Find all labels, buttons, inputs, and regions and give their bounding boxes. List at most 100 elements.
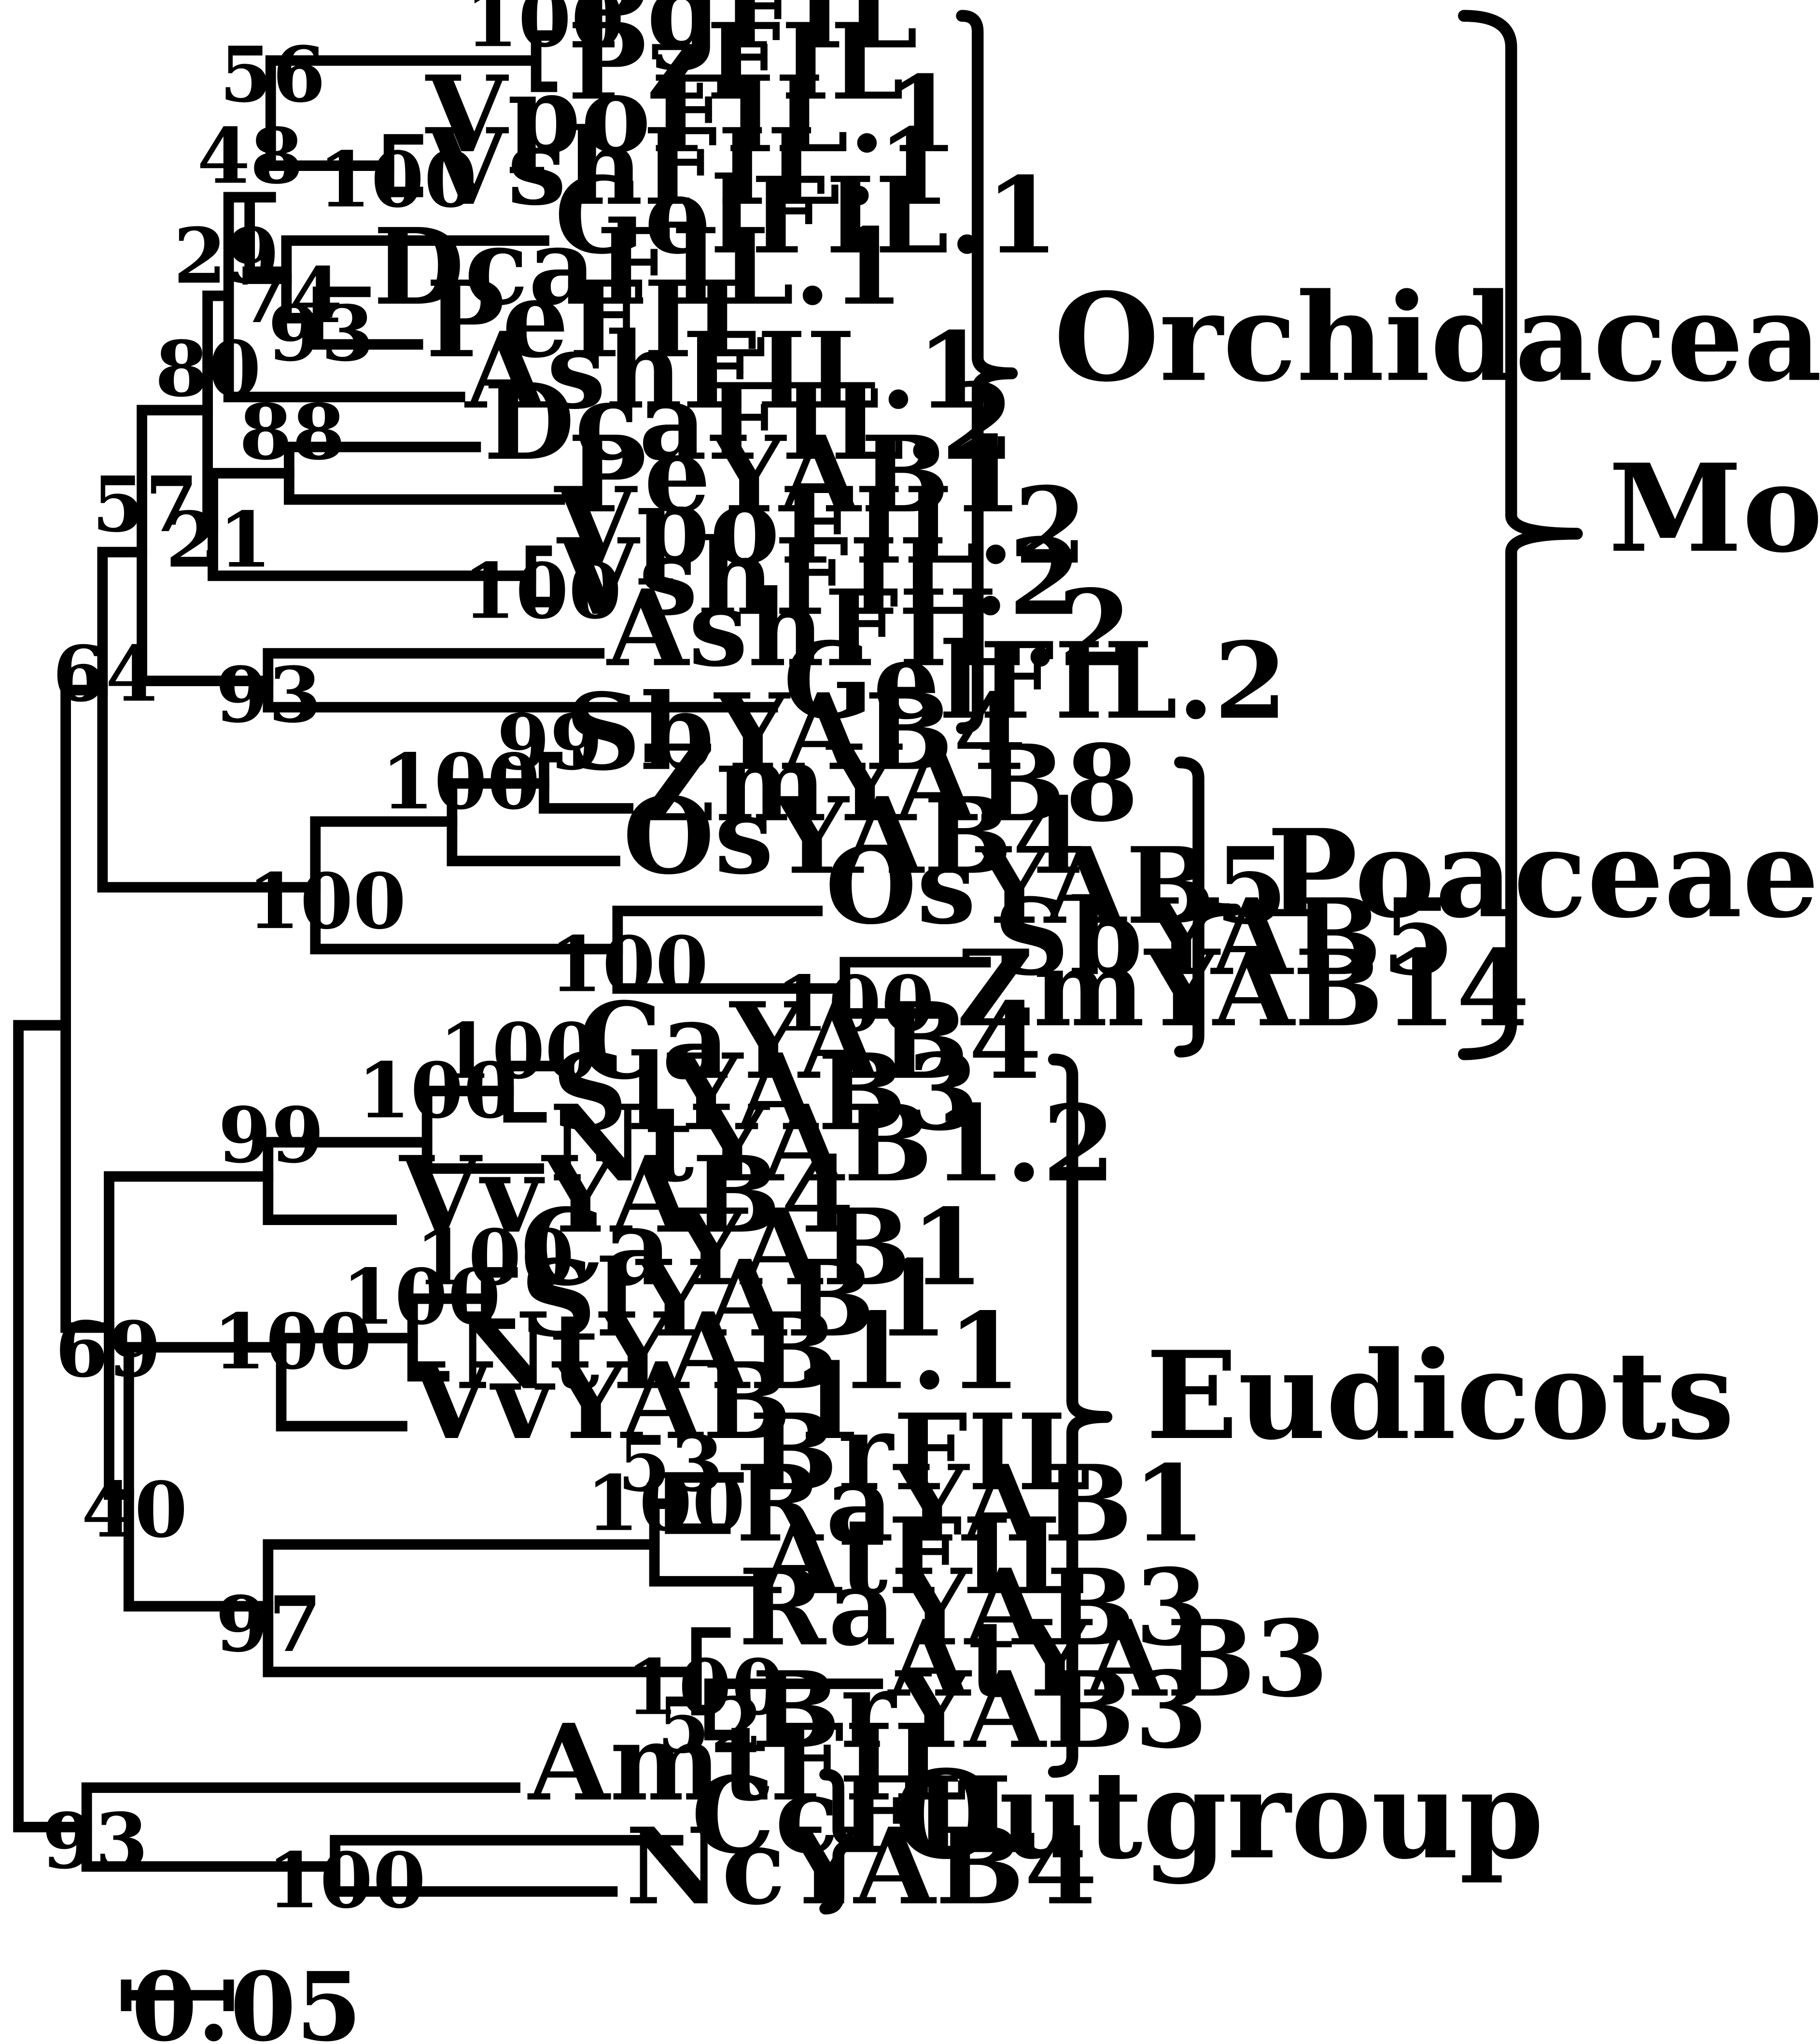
leaf-label: DcaFIL.2 [484, 361, 1014, 484]
leaf-label: BrFIL [749, 1391, 1091, 1514]
leaf-label: CaYAB4 [578, 980, 1042, 1103]
branch-node-56 [265, 55, 542, 171]
scale-bar-line [121, 1979, 234, 2011]
scale-bar: 0.05 [121, 1952, 362, 2044]
leaf-label: AtFIL [758, 1495, 1085, 1618]
support-value: 93 [215, 651, 322, 740]
support-value: 80 [155, 324, 261, 414]
support-value: 88 [239, 388, 345, 477]
leaf-label: VpoFIL.2 [554, 465, 1087, 588]
support-value: 100 [342, 1253, 501, 1342]
leaf-label: PeYAB1 [568, 413, 1022, 536]
leaf-label: ZmYAB8 [639, 722, 1138, 846]
leaf-label: PgFIL [568, 0, 918, 72]
branch-node-97 [263, 1539, 702, 1677]
leaf-label: CcFIL [691, 1754, 1036, 1877]
leaf-label: AshFIL.1 [464, 310, 990, 433]
branch-vpofil1-vshfil1 [383, 134, 423, 197]
leaf-label: RaYAB1 [736, 1442, 1205, 1565]
leaf-label: SbYAB4 [565, 671, 1026, 794]
group-label-orchidaceae: Orchidaceae [1054, 267, 1820, 409]
support-value: 100 [415, 1213, 574, 1303]
branch-outgroup [81, 1782, 520, 1872]
support-value: 100 [439, 1007, 598, 1096]
support-value: 100 [586, 1459, 745, 1549]
leaf-label: SlYAB3 [552, 1031, 980, 1154]
support-value: 100 [462, 547, 622, 636]
leaf-label: VvYAB1 [409, 1340, 865, 1463]
group-label-poaceae: Poaceae [1267, 803, 1819, 945]
support-value: 100 [381, 737, 540, 827]
support-value: 100 [267, 1836, 426, 1926]
support-value: 52 [657, 1681, 763, 1771]
leaf-label: AshFIL.2 [606, 567, 1132, 690]
group-brackets: Orchidaceae Monocots Poaceae Eudicots Ou… [819, 10, 1820, 1915]
support-value: 100 [626, 1643, 785, 1733]
support-value: 100 [357, 1046, 517, 1136]
leaf-label: AtYAB3 [887, 1598, 1329, 1721]
leaf-label: SlYAB1 [520, 1238, 948, 1361]
branch-atyab3-bryab3 [704, 1678, 883, 1741]
branch-node-100-ca4 [421, 1085, 544, 1174]
support-value: 56 [220, 30, 326, 120]
branch-ccfil-ncyab4 [330, 1835, 684, 1897]
support-value: 97 [215, 1580, 322, 1669]
leaf-label: ZmYAB14 [957, 927, 1530, 1050]
scale-bar-label: 0.05 [131, 1952, 362, 2044]
support-values: 100 56 100 48 74 93 29 80 88 21 100 57 9… [42, 0, 934, 1926]
support-value: 53 [617, 1420, 724, 1509]
branch-dcafil1-pefil [312, 286, 423, 350]
support-value: 48 [197, 112, 303, 201]
leaf-label: AmtFIL [527, 1702, 967, 1825]
branch-orchidaceae [137, 405, 274, 687]
branch-node-21 [208, 468, 536, 581]
group-label-monocots: Monocots [1609, 438, 1820, 580]
leaf-label: SbYAB5 [994, 876, 1455, 999]
support-value: 74 [237, 251, 343, 340]
branch-dcafil2-peyab1 [283, 441, 565, 505]
support-value: 29 [173, 211, 280, 301]
leaf-label: OsYAB5 [825, 825, 1288, 948]
leaf-label: VshFIL.2 [556, 516, 1082, 639]
support-value: 40 [82, 1466, 188, 1555]
leaf-label: PzFIL [568, 0, 904, 124]
leaf-label: VshFIL.1 [425, 106, 951, 229]
tree-branches [13, 30, 991, 1897]
branch-vpofil2-vshfil2 [525, 545, 552, 607]
support-value: 99 [218, 1091, 324, 1180]
leaf-label: RaYAB3 [739, 1546, 1208, 1669]
group-label-eudicots: Eudicots [1146, 1325, 1735, 1467]
bracket-orchidaceae [956, 10, 1018, 734]
branch-pgfil-pzfil [531, 30, 558, 92]
leaf-label: DcaFIL.1 [373, 206, 904, 329]
leaf-label: NtYAB1.2 [549, 1083, 1116, 1206]
branch-node-48 [244, 192, 292, 284]
leaf-label: VvYAB4 [398, 1134, 854, 1257]
bracket-poaceae [1174, 756, 1241, 1057]
support-value: 93 [42, 1797, 148, 1886]
support-value: 69 [55, 1305, 161, 1395]
bracket-monocots [1458, 10, 1583, 1060]
branch-node-100-ntyab11 [407, 1293, 492, 1381]
leaf-labels: PgFIL PzFIL VpoFIL.1 VshFIL.1 GelFIL.1 D… [373, 0, 1529, 1929]
branch-node-100-os5 [612, 905, 851, 994]
branch-ingroup [60, 685, 114, 1333]
support-value: 100 [549, 920, 709, 1010]
leaf-label: BrYAB3 [752, 1649, 1208, 1772]
bracket-outgroup [819, 1768, 871, 1915]
leaf-label: PeFIL [426, 258, 767, 381]
bracket-eudicots [1048, 1053, 1113, 1778]
branch-node-100-sb4 [447, 778, 620, 866]
support-value: 93 [268, 289, 374, 379]
branch-node-99 [263, 1137, 433, 1226]
branch-monocots [97, 547, 321, 893]
support-value: 57 [92, 460, 198, 550]
branch-cayab4-slyab3 [503, 1060, 574, 1123]
leaf-label: OsYAB4 [623, 775, 1085, 898]
branch-node-74 [281, 235, 549, 324]
leaf-label: CaYAB1 [520, 1186, 984, 1310]
group-label-outgroup: Outgroup [894, 1744, 1544, 1886]
support-value: 100 [247, 857, 406, 946]
branch-sbyab4-zmyab8 [539, 752, 634, 814]
